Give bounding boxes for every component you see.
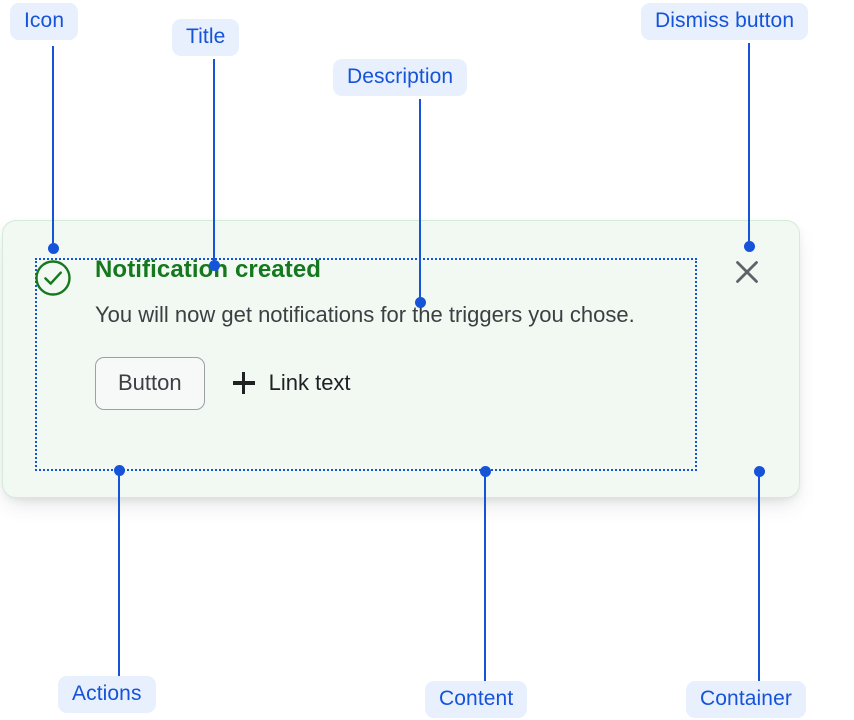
annotation-dot-content bbox=[479, 465, 491, 477]
secondary-action-link-label: Link text bbox=[268, 370, 351, 396]
notification-title: Notification created bbox=[95, 256, 322, 283]
annotation-label-container: Container bbox=[686, 681, 806, 719]
notification-body: Notification created You will now get no… bbox=[95, 256, 695, 410]
annotation-line-title bbox=[213, 59, 215, 265]
annotation-dot-dismiss-button bbox=[743, 240, 755, 252]
secondary-action-link[interactable]: Link text bbox=[232, 370, 351, 396]
annotation-line-container bbox=[758, 471, 760, 681]
dismiss-button[interactable] bbox=[730, 255, 764, 289]
content-region bbox=[35, 258, 697, 471]
annotation-label-description: Description bbox=[333, 59, 468, 97]
check-circle-icon bbox=[34, 259, 72, 297]
close-icon bbox=[736, 261, 758, 283]
annotation-dot-actions bbox=[113, 464, 125, 476]
annotation-dot-title bbox=[208, 259, 220, 271]
notification-description: You will now get notifications for the t… bbox=[95, 302, 635, 328]
primary-action-button[interactable]: Button bbox=[95, 356, 205, 410]
annotation-label-title: Title bbox=[172, 19, 240, 57]
notification-actions: Button Link text bbox=[95, 356, 695, 410]
annotation-dot-icon bbox=[47, 242, 59, 254]
annotation-label-content: Content bbox=[425, 681, 528, 719]
annotation-label-dismiss-button: Dismiss button bbox=[641, 3, 809, 41]
annotation-dot-container bbox=[753, 465, 765, 477]
annotation-line-dismiss-button bbox=[748, 43, 750, 246]
annotation-line-actions bbox=[118, 470, 120, 676]
annotation-line-icon bbox=[52, 46, 54, 248]
annotation-dot-description bbox=[414, 296, 426, 308]
annotation-label-actions: Actions bbox=[58, 676, 156, 714]
annotation-label-icon: Icon bbox=[10, 3, 79, 41]
annotation-line-content bbox=[484, 471, 486, 681]
annotation-line-description bbox=[419, 99, 421, 302]
plus-icon bbox=[232, 372, 255, 395]
